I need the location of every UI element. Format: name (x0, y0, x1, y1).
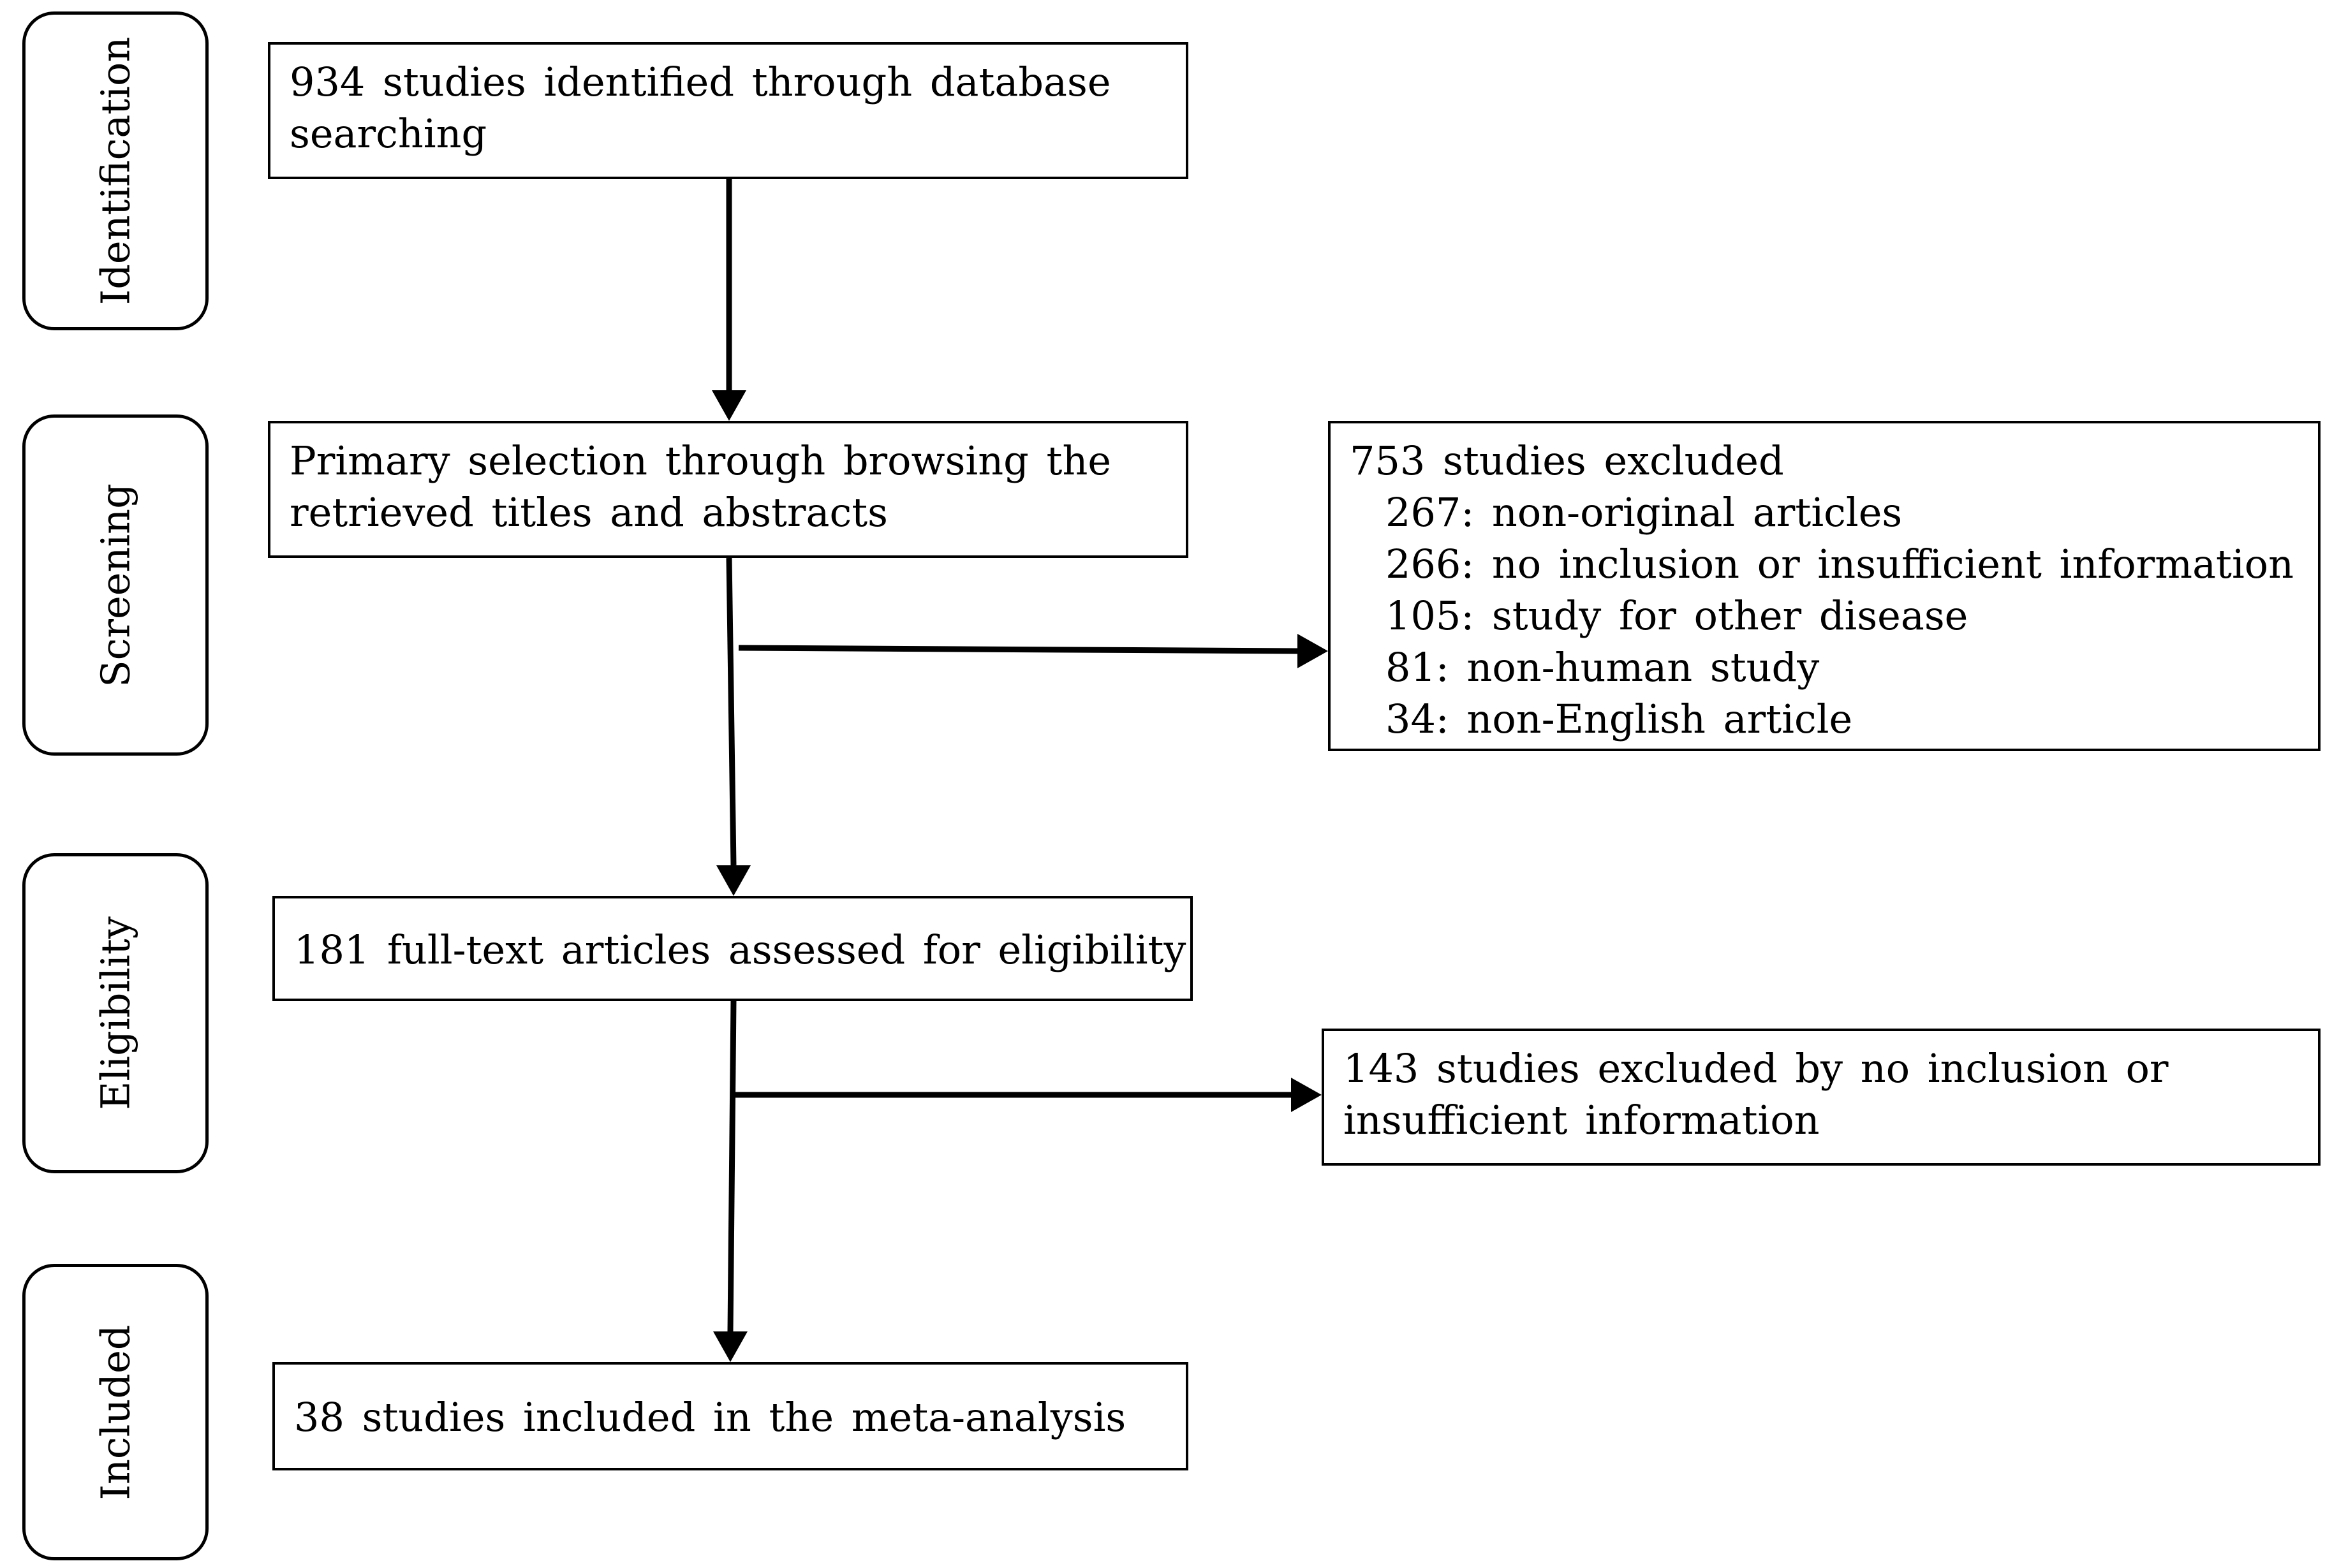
eligibility-line: 181 full-text articles assessed for elig… (294, 927, 1186, 973)
excluded-reason-1: 267: non-original articles (1385, 489, 1903, 536)
included-line: 38 studies included in the meta-analysis (294, 1394, 1126, 1440)
included-box: 38 studies included in the meta-analysis (272, 1362, 1188, 1470)
arrowhead-screening (712, 390, 746, 421)
identified-line-2: searching (290, 110, 487, 157)
excluded-reason-4: 81: non-human study (1385, 644, 1820, 691)
stage-included: Included (22, 1264, 209, 1560)
arrow-screening-to-excluded (738, 645, 1298, 654)
arrowhead-excluded-eligibility (1291, 1078, 1322, 1112)
excluded-screening-box: 753 studies excluded 267: non-original a… (1328, 421, 2321, 751)
arrow-screening-to-eligibility (726, 557, 737, 866)
arrowhead-included (713, 1331, 748, 1362)
excluded-eligibility-line-2: insufficient information (1343, 1097, 1820, 1143)
screening-line-1: Primary selection through browsing the (290, 437, 1112, 484)
identified-line-1: 934 studies identified through database (290, 59, 1111, 105)
excluded-screening-title: 753 studies excluded (1350, 437, 1784, 484)
eligibility-box: 181 full-text articles assessed for elig… (272, 896, 1193, 1001)
excluded-reason-5: 34: non-English article (1385, 696, 1853, 742)
excluded-reason-3: 105: study for other disease (1385, 592, 1968, 639)
arrow-eligibility-to-included (727, 1000, 737, 1332)
stage-eligibility: Eligibility (22, 853, 209, 1173)
identified-box: 934 studies identified through database … (268, 42, 1188, 179)
excluded-eligibility-box: 143 studies excluded by no inclusion or … (1322, 1029, 2321, 1166)
arrowhead-excluded-screening (1297, 634, 1328, 668)
screening-box: Primary selection through browsing the r… (268, 421, 1188, 558)
excluded-eligibility-line-1: 143 studies excluded by no inclusion or (1343, 1045, 2169, 1092)
stage-screening: Screening (22, 414, 209, 756)
stage-identification: Identification (22, 11, 209, 330)
excluded-reason-2: 266: no inclusion or insufficient inform… (1385, 541, 2294, 587)
screening-line-2: retrieved titles and abstracts (290, 489, 888, 536)
arrowhead-eligibility (716, 865, 751, 896)
